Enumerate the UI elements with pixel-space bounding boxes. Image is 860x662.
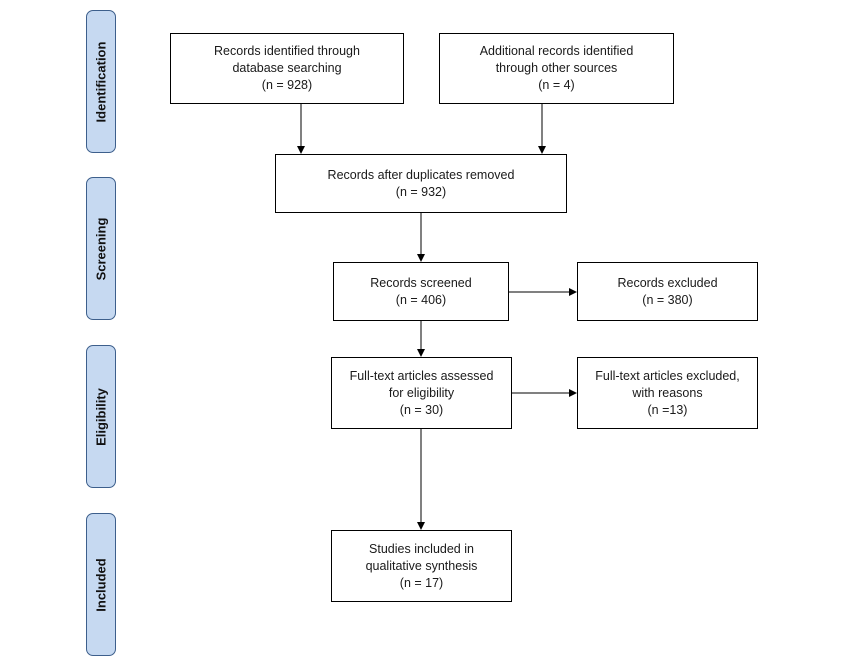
box-fulltext-excluded-line-2: with reasons bbox=[632, 385, 703, 400]
box-after-duplicates-line-1: Records after duplicates removed bbox=[327, 167, 515, 182]
box-database-records-line-1: Records identified through bbox=[214, 44, 360, 58]
box-records-excluded-line-1: Records excluded bbox=[617, 275, 718, 290]
box-fulltext-assessed-line-2: for eligibility bbox=[388, 385, 455, 400]
box-fulltext-assessed: Full-text articles assessed for eligibil… bbox=[331, 357, 512, 429]
phase-identification: Identification bbox=[86, 10, 116, 153]
box-fulltext-excluded: Full-text articles excluded, with reason… bbox=[577, 357, 758, 429]
arrowhead-fulltext-to-included bbox=[417, 522, 425, 530]
box-records-screened-line-1: Records screened bbox=[370, 275, 472, 290]
box-other-sources-line-2: through other sources bbox=[495, 61, 618, 75]
box-fulltext-excluded-line-3: (n =13) bbox=[647, 402, 688, 417]
box-studies-included: Studies included in qualitative synthesi… bbox=[331, 530, 512, 602]
arrowhead-screened-to-fulltext bbox=[417, 349, 425, 357]
box-records-excluded: Records excluded (n = 380) bbox=[577, 262, 758, 321]
box-after-duplicates-line-2: (n = 932) bbox=[395, 184, 447, 199]
box-database-records-line-2: database searching bbox=[232, 61, 342, 75]
box-records-screened-line-2: (n = 406) bbox=[395, 292, 447, 307]
box-other-sources-line-3: (n = 4) bbox=[538, 78, 575, 92]
box-other-sources: Additional records identified through ot… bbox=[439, 33, 674, 104]
box-fulltext-excluded-line-1: Full-text articles excluded, bbox=[595, 368, 740, 383]
box-database-records-line-3: (n = 928) bbox=[261, 78, 313, 92]
arrowhead-screened-to-excluded bbox=[569, 288, 577, 296]
box-other-sources-line-1: Additional records identified bbox=[479, 44, 634, 58]
arrowhead-fulltext-to-excluded bbox=[569, 389, 577, 397]
box-studies-included-line-3: (n = 17) bbox=[399, 575, 444, 590]
box-fulltext-assessed-line-1: Full-text articles assessed bbox=[349, 368, 494, 383]
phase-included: Included bbox=[86, 513, 116, 656]
box-database-records: Records identified through database sear… bbox=[170, 33, 404, 104]
arrowhead-database-to-duplicates bbox=[297, 146, 305, 154]
phase-eligibility: Eligibility bbox=[86, 345, 116, 488]
box-records-excluded-line-2: (n = 380) bbox=[642, 292, 693, 307]
phase-screening: Screening bbox=[86, 177, 116, 320]
box-records-screened: Records screened (n = 406) bbox=[333, 262, 509, 321]
box-after-duplicates: Records after duplicates removed (n = 93… bbox=[275, 154, 567, 213]
box-fulltext-assessed-line-3: (n = 30) bbox=[399, 402, 444, 417]
box-studies-included-line-2: qualitative synthesis bbox=[365, 558, 478, 573]
arrowhead-other-to-duplicates bbox=[538, 146, 546, 154]
arrowhead-duplicates-to-screened bbox=[417, 254, 425, 262]
box-studies-included-line-1: Studies included in bbox=[369, 541, 474, 556]
